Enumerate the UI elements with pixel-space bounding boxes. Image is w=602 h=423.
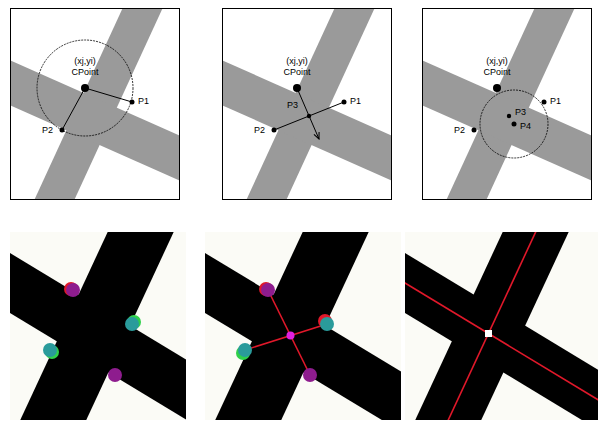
- scheme-panel: [417, 3, 597, 205]
- point-name: P1: [138, 96, 149, 106]
- gray-band: [10, 58, 180, 183]
- gray-band: [422, 58, 592, 183]
- center-mark: [287, 332, 295, 340]
- center-dot: [293, 84, 301, 92]
- marker-dot: [320, 317, 334, 331]
- coordinate-label: (xj,yi): [286, 56, 308, 66]
- point-name: P1: [350, 96, 361, 106]
- point-dot: [272, 128, 277, 133]
- point-name: P2: [454, 125, 465, 135]
- marker-dot: [108, 368, 122, 382]
- pair-line: [245, 324, 327, 350]
- chord-line: [274, 102, 344, 130]
- photo-panel: [400, 227, 602, 423]
- radius-line: [62, 88, 85, 130]
- point-dot: [507, 114, 511, 118]
- point-name: P1: [550, 96, 561, 106]
- point-dot: [307, 114, 311, 118]
- point-dot: [60, 128, 65, 133]
- center-line: [405, 280, 598, 404]
- point-dot: [342, 100, 347, 105]
- point-dot: [512, 122, 517, 127]
- drawing-part: [205, 232, 401, 420]
- panel-border: [423, 9, 592, 200]
- coordinate-label: (xj,yi): [74, 56, 96, 66]
- point-name: P3: [287, 100, 298, 110]
- point-dot: [472, 128, 477, 133]
- marker-dot: [66, 283, 80, 297]
- scheme-panel: [5, 3, 185, 205]
- point-dot: [542, 100, 547, 105]
- coordinate-label: (xj,yi): [486, 56, 508, 66]
- drawing-part: [10, 8, 180, 200]
- marker-dot: [43, 343, 57, 357]
- drawing-part: [422, 8, 592, 200]
- center-dot: [493, 84, 501, 92]
- direction-arrow: [297, 88, 319, 139]
- panel-border: [11, 9, 180, 200]
- black-band: [405, 250, 598, 420]
- drawing-part: [405, 232, 598, 420]
- drawing-part: [222, 8, 392, 200]
- panel-border: [223, 9, 392, 200]
- point-name: P3: [515, 107, 526, 117]
- scheme-panel: [217, 3, 397, 205]
- marker-dot: [238, 343, 252, 357]
- center-dot: [81, 84, 89, 92]
- search-circle: [37, 40, 133, 136]
- gray-band: [222, 58, 392, 183]
- marker-dot: [261, 283, 275, 297]
- point-dot: [130, 100, 135, 105]
- photo-panel: [200, 227, 405, 423]
- point-name: P2: [254, 125, 265, 135]
- black-band: [205, 250, 401, 420]
- drawing-part: [10, 232, 186, 420]
- radius-line: [85, 88, 132, 102]
- center-line: [445, 232, 538, 420]
- marker-dot: [125, 317, 139, 331]
- pair-line: [268, 290, 310, 375]
- black-band: [10, 250, 186, 420]
- marker-dot: [303, 368, 317, 382]
- search-circle: [480, 90, 548, 158]
- point-name: CPoint: [71, 67, 98, 77]
- point-name: CPoint: [283, 67, 310, 77]
- photo-panel: [5, 227, 210, 423]
- point-name: CPoint: [483, 67, 510, 77]
- point-name: P4: [520, 121, 531, 131]
- crossing-point: [485, 330, 492, 337]
- point-name: P2: [42, 125, 53, 135]
